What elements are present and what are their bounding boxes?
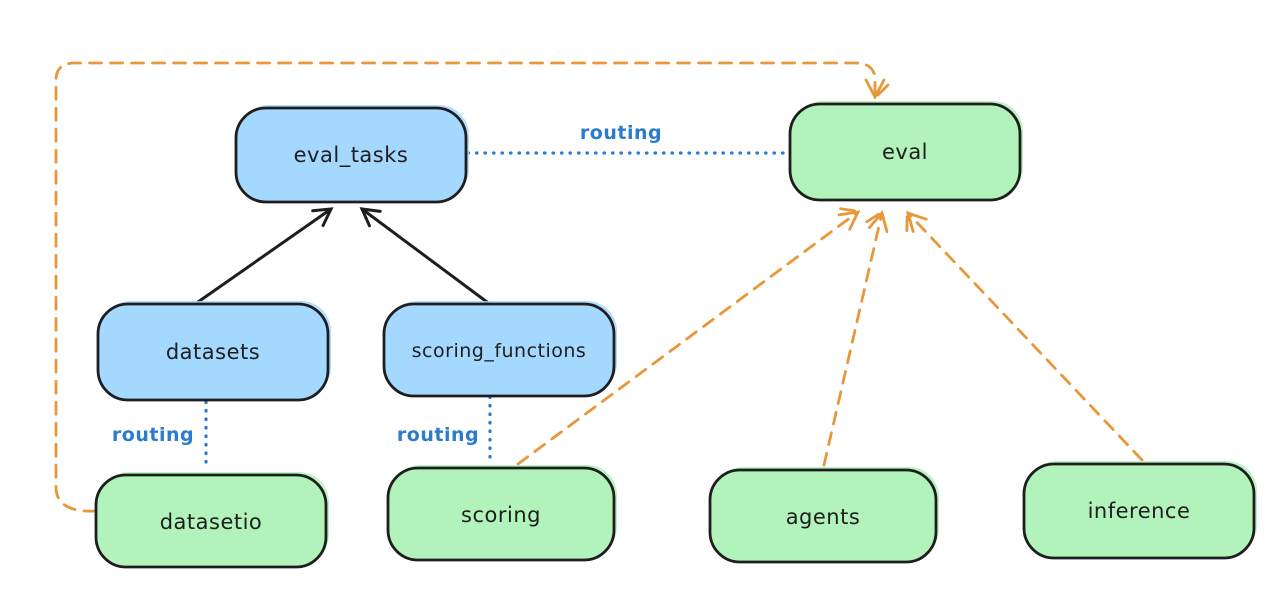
node-eval-box — [788, 102, 1022, 202]
node-eval-label: eval — [882, 140, 928, 164]
edge-scoring_functions-eval_tasks — [359, 207, 489, 304]
edge-label-routing-top: routing — [580, 122, 662, 144]
node-agents-label: agents — [786, 505, 861, 529]
edge-datasets-eval_tasks — [196, 207, 334, 304]
edge-scoring-eval — [516, 207, 861, 466]
node-eval_tasks-box — [234, 106, 468, 204]
node-eval_tasks: eval_tasks — [234, 105, 469, 204]
node-agents: agents — [708, 467, 939, 564]
node-scoring_functions-label: scoring_functions — [412, 340, 587, 362]
node-datasetio-box — [94, 473, 328, 569]
node-inference-label: inference — [1088, 499, 1191, 523]
node-scoring-box — [386, 466, 616, 562]
node-datasets-label: datasets — [166, 340, 260, 364]
node-scoring_functions: scoring_functions — [382, 301, 617, 398]
node-scoring: scoring — [386, 465, 617, 562]
node-agents-box — [708, 468, 938, 564]
node-datasets-box — [96, 302, 330, 402]
node-eval: eval — [788, 101, 1023, 202]
edge-label-routing-left: routing — [112, 424, 194, 446]
node-scoring-label: scoring — [461, 503, 541, 527]
edge-label-routing-middle: routing — [397, 424, 479, 446]
node-scoring_functions-box — [382, 302, 616, 398]
node-eval_tasks-label: eval_tasks — [294, 143, 409, 168]
edge-agents-eval — [822, 210, 889, 467]
node-datasetio: datasetio — [94, 472, 329, 569]
node-datasetio-label: datasetio — [160, 510, 263, 534]
node-inference: inference — [1022, 461, 1257, 560]
edge-datasetio-eval — [54, 61, 890, 513]
edge-inference-eval — [905, 210, 1144, 462]
node-datasets: datasets — [96, 301, 331, 402]
node-inference-box — [1022, 462, 1256, 560]
